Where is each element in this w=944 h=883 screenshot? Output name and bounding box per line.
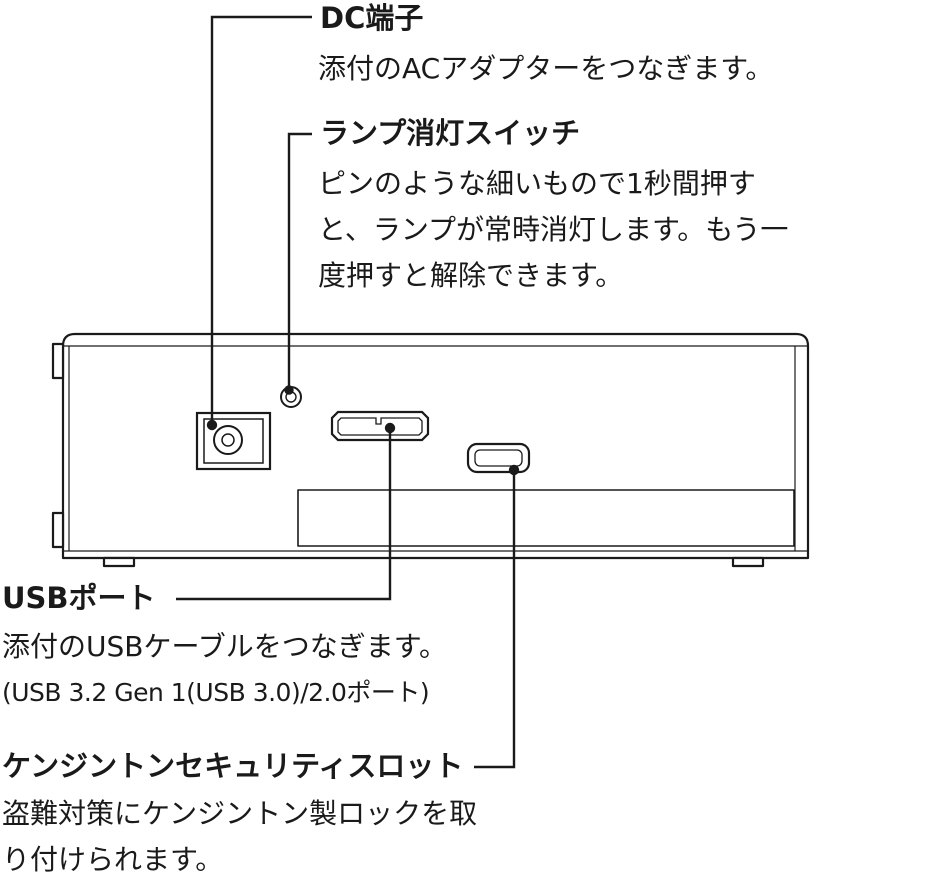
- kensington-leader-dot: [508, 464, 520, 476]
- usb-port: [330, 410, 430, 442]
- dc-jack: [195, 411, 272, 471]
- usb-desc-line-1: 添付のUSBケーブルをつなぎます。: [2, 630, 447, 663]
- device-body: [51, 332, 810, 568]
- lamp-desc: ピンのような細いもので1秒間押す と、ランプが常時消灯します。もう一 度押すと解…: [318, 161, 788, 299]
- kensington-desc-line-1: 盗難対策にケンジントン製ロックを取: [2, 797, 478, 830]
- kensington-desc: 盗難対策にケンジントン製ロックを取 り付けられます。: [2, 791, 477, 883]
- kensington-desc-line-2: り付けられます。: [2, 843, 224, 876]
- dc-leader-dot: [206, 419, 218, 431]
- lamp-leader-dot: [284, 385, 294, 395]
- dc-desc: 添付のACアダプターをつなぎます。: [318, 46, 773, 92]
- lamp-desc-line-3: 度押すと解除できます。: [318, 259, 624, 292]
- lamp-title: ランプ消灯スイッチ: [320, 116, 581, 150]
- dc-desc-line-1: 添付のACアダプターをつなぎます。: [318, 52, 774, 85]
- usb-title: USBポート: [2, 581, 156, 615]
- leader-lines: [176, 15, 520, 769]
- usb-leader-line: [176, 428, 392, 601]
- lamp-leader-line: [287, 132, 312, 390]
- lamp-desc-line-2: と、ランプが常時消灯します。もう一: [318, 213, 789, 246]
- usb-leader-dot: [384, 422, 396, 434]
- usb-note: (USB 3.2 Gen 1(USB 3.0)/2.0ポート): [2, 678, 430, 707]
- kensington-slot: [466, 442, 531, 474]
- dc-title: DC端子: [320, 1, 424, 35]
- kensington-title: ケンジントンセキュリティスロット: [2, 749, 464, 783]
- kensington-leader-line: [474, 470, 516, 769]
- lamp-desc-line-1: ピンのような細いもので1秒間押す: [318, 167, 756, 200]
- usb-desc: 添付のUSBケーブルをつなぎます。: [2, 624, 447, 670]
- dc-leader-line: [210, 15, 312, 425]
